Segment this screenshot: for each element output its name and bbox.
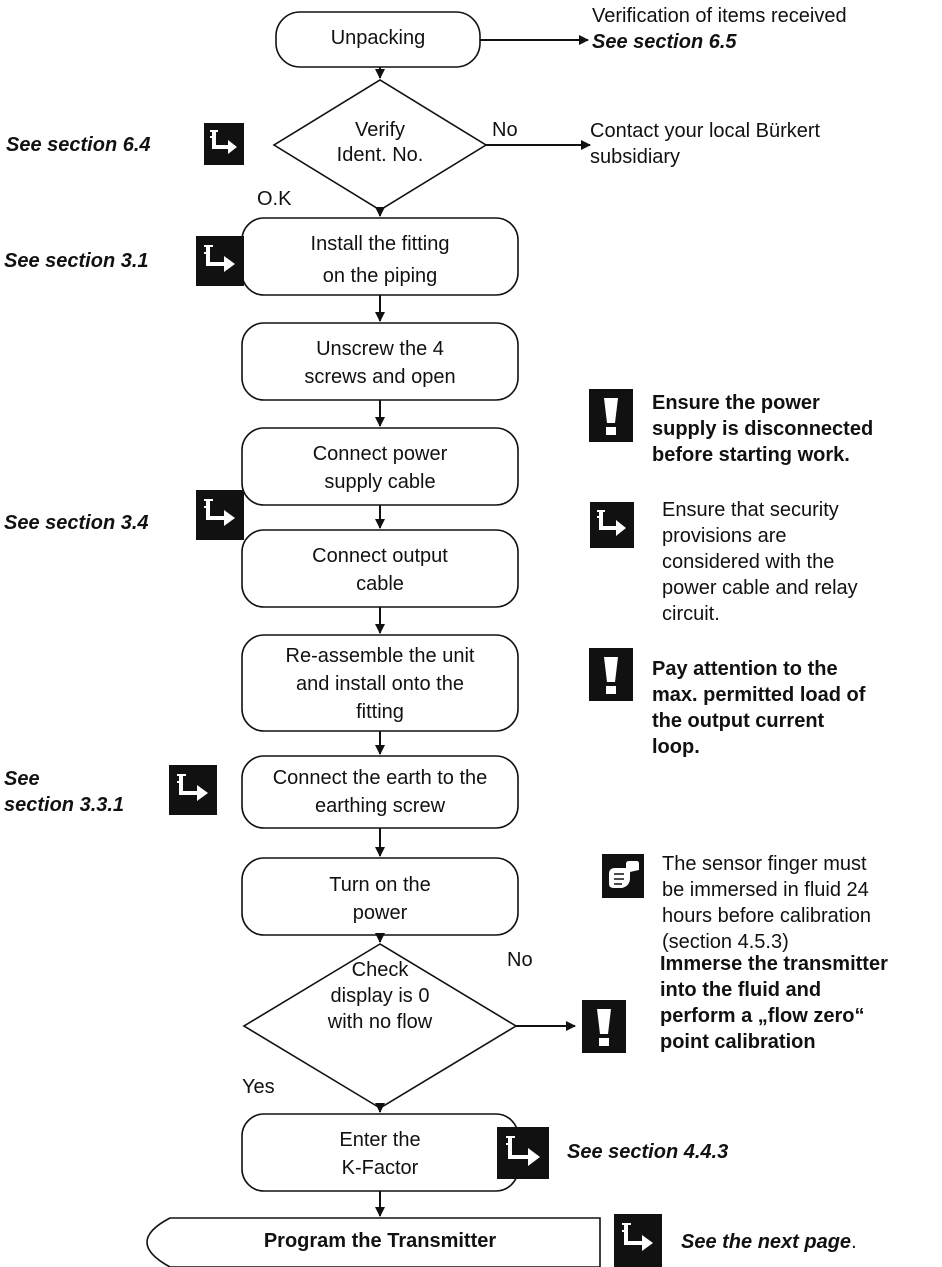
step-install-line: on the piping — [322, 265, 438, 287]
note-sensor-line: hours before calibration — [662, 905, 872, 927]
note-see-next-page-text: See the next page — [681, 1231, 852, 1253]
step-connect-output-label: Connect output cable — [242, 542, 518, 598]
step-check-line: Check — [351, 959, 409, 981]
note-contact-line: subsidiary — [590, 146, 681, 168]
step-verify-label: Verify Ident. No. — [294, 118, 466, 168]
note-pay-attention: Pay attention to the max. permitted load… — [652, 656, 865, 760]
step-connect-output-line: cable — [356, 573, 404, 595]
step-unscrew-line: screws and open — [304, 366, 456, 388]
step-connect-output-line: Connect output — [312, 545, 448, 567]
note-sensor-line: be immersed in fluid 24 — [662, 879, 869, 901]
note-immerse-line: Immerse the transmitter — [660, 953, 888, 975]
arrow-reference-icon — [169, 765, 217, 815]
step-earth-line: Connect the earth to the — [272, 767, 488, 789]
note-security-line: power cable and relay — [662, 577, 858, 599]
exclamation-warning-icon — [582, 1000, 626, 1053]
step-verify-line: Verify — [354, 119, 406, 141]
note-see-6-4: See section 6.4 — [6, 134, 151, 156]
note-immerse-line: into the fluid and — [660, 979, 822, 1001]
arrow-reference-icon — [590, 502, 634, 548]
arrow-reference-icon — [196, 236, 244, 286]
step-turn-on-line: power — [352, 902, 408, 924]
step-reassemble-label: Re-assemble the unit and install onto th… — [242, 642, 518, 726]
note-sensor-line: (section 4.5.3) — [662, 931, 789, 953]
note-see-4-4-3: See section 4.4.3 — [567, 1141, 729, 1163]
note-security-line: considered with the — [662, 551, 835, 573]
note-security-line: circuit. — [662, 603, 720, 625]
step-earth-label: Connect the earth to the earthing screw — [242, 764, 518, 820]
arrow-reference-icon — [614, 1214, 662, 1267]
note-verification: Verification of items received — [592, 5, 847, 27]
note-pay-attention-line: the output current — [652, 710, 825, 732]
note-see-3-3-1-line: section 3.3.1 — [4, 794, 125, 816]
arrow-reference-icon — [204, 123, 244, 165]
note-see-3-1: See section 3.1 — [4, 250, 149, 272]
note-contact: Contact your local Bürkert subsidiary — [590, 118, 820, 170]
step-enter-k-line: K-Factor — [341, 1157, 419, 1179]
step-check-line: with no flow — [327, 1011, 433, 1033]
step-unpacking-label: Unpacking — [276, 26, 480, 51]
step-reassemble-line: fitting — [356, 701, 404, 723]
step-check-label: Check display is 0 with no flow — [262, 957, 498, 1035]
note-see-next-page-period: . — [851, 1231, 857, 1253]
step-unpacking-text: Unpacking — [330, 27, 426, 49]
pointing-hand-icon — [602, 854, 644, 898]
note-sensor-line: The sensor finger must — [662, 853, 867, 875]
note-ensure-power-line: Ensure the power — [652, 392, 820, 414]
note-security: Ensure that security provisions are cons… — [662, 497, 858, 627]
step-verify-line: Ident. No. — [336, 144, 424, 166]
note-sensor: The sensor finger must be immersed in fl… — [662, 851, 871, 955]
note-see-3-3-1-line: See — [4, 768, 40, 790]
note-security-line: Ensure that security — [662, 499, 839, 521]
step-check-line: display is 0 — [330, 985, 430, 1007]
note-pay-attention-line: loop. — [652, 736, 700, 758]
note-pay-attention-line: Pay attention to the — [652, 658, 838, 680]
step-connect-power-label: Connect power supply cable — [242, 440, 518, 496]
step-earth-line: earthing screw — [314, 795, 446, 817]
exclamation-warning-icon — [589, 389, 633, 442]
arrow-reference-icon — [196, 490, 244, 540]
note-see-6-5: See section 6.5 — [592, 31, 737, 53]
step-enter-k-line: Enter the — [339, 1129, 421, 1151]
note-immerse: Immerse the transmitter into the fluid a… — [660, 951, 888, 1055]
ok-label: O.K — [257, 188, 292, 210]
step-program-label: Program the Transmitter — [263, 1230, 497, 1252]
note-see-3-3-1: See section 3.3.1 — [4, 766, 124, 818]
note-ensure-power-line: before starting work. — [652, 444, 850, 466]
note-contact-line: Contact your local Bürkert — [590, 120, 821, 142]
step-enter-k-label: Enter the K-Factor — [242, 1126, 518, 1182]
note-ensure-power: Ensure the power supply is disconnected … — [652, 390, 873, 468]
program-terminator — [146, 1217, 601, 1267]
note-see-next-page: See the next page. — [681, 1230, 857, 1255]
no-label: No — [507, 949, 533, 971]
note-see-3-4: See section 3.4 — [4, 512, 149, 534]
step-unscrew-line: Unscrew the 4 — [316, 338, 444, 360]
no-label: No — [492, 119, 518, 141]
note-immerse-line: point calibration — [660, 1031, 816, 1053]
step-reassemble-line: Re-assemble the unit — [285, 645, 475, 667]
step-reassemble-line: and install onto the — [296, 673, 464, 695]
note-pay-attention-line: max. permitted load of — [652, 684, 866, 706]
exclamation-warning-icon — [589, 648, 633, 701]
note-immerse-line: perform a „flow zero“ — [660, 1005, 865, 1027]
step-install-label: Install the fitting on the piping — [242, 228, 518, 292]
step-install-line: Install the fitting — [310, 233, 450, 255]
arrow-reference-icon — [497, 1127, 549, 1179]
step-unscrew-label: Unscrew the 4 screws and open — [242, 335, 518, 391]
step-connect-power-line: Connect power — [312, 443, 448, 465]
note-security-line: provisions are — [662, 525, 787, 547]
step-connect-power-line: supply cable — [324, 471, 436, 493]
step-turn-on-label: Turn on the power — [242, 871, 518, 927]
note-ensure-power-line: supply is disconnected — [652, 418, 874, 440]
yes-label: Yes — [242, 1076, 275, 1098]
step-turn-on-line: Turn on the — [329, 874, 431, 896]
